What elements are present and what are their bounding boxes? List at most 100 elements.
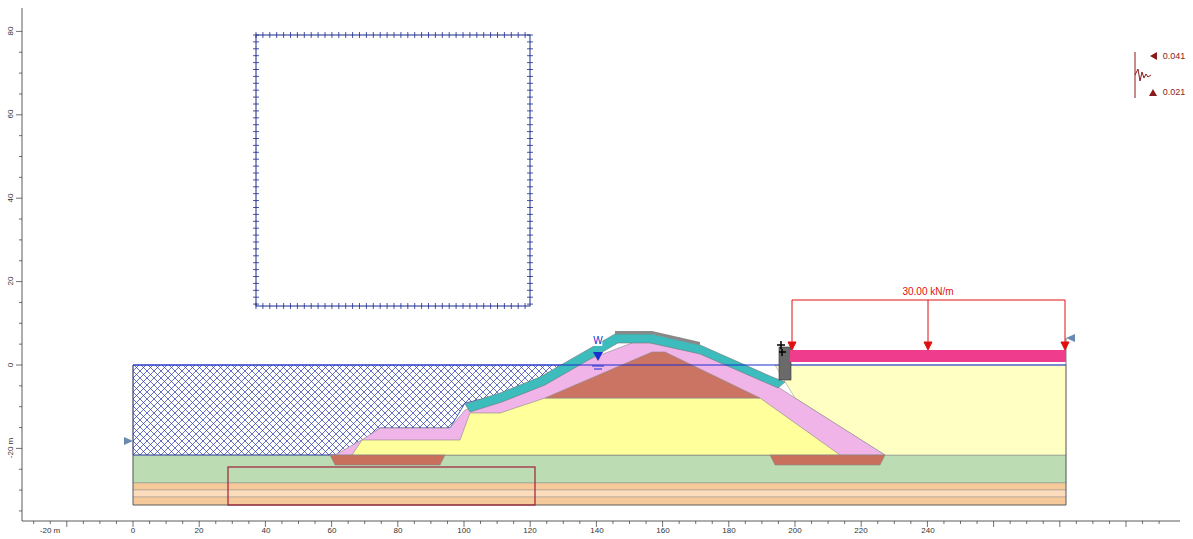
axis-label: 0 bbox=[131, 527, 135, 535]
tick-mark bbox=[253, 124, 259, 125]
tick-mark bbox=[442, 303, 443, 309]
tick-mark bbox=[421, 32, 422, 38]
tick-mark bbox=[248, 521, 249, 524]
tick-mark bbox=[276, 32, 277, 38]
tick-mark bbox=[253, 283, 259, 284]
tick-mark bbox=[712, 521, 713, 524]
tick-mark bbox=[66, 521, 67, 527]
tick-mark bbox=[943, 521, 944, 524]
seismic-coefficient: 0.021 bbox=[1163, 88, 1186, 97]
tick-mark bbox=[910, 521, 911, 524]
tick-mark bbox=[352, 303, 353, 309]
axis-label: 140 bbox=[590, 527, 603, 535]
tick-mark bbox=[352, 32, 353, 38]
tick-mark bbox=[253, 152, 259, 153]
tick-mark bbox=[338, 32, 339, 38]
tick-mark bbox=[960, 521, 961, 524]
tick-mark bbox=[253, 166, 259, 167]
tick-mark bbox=[527, 283, 533, 284]
tick-mark bbox=[527, 262, 533, 263]
tick-mark bbox=[563, 521, 564, 524]
axis-label: 60 bbox=[328, 527, 337, 535]
tick-mark bbox=[262, 32, 263, 38]
tick-mark bbox=[19, 177, 22, 178]
tick-mark bbox=[182, 521, 183, 524]
tick-mark bbox=[527, 159, 533, 160]
tick-mark bbox=[262, 303, 263, 309]
tick-mark bbox=[414, 521, 415, 524]
tick-mark bbox=[318, 303, 319, 309]
tick-mark bbox=[253, 173, 259, 174]
tick-mark bbox=[253, 242, 259, 243]
tick-mark bbox=[311, 303, 312, 309]
axis-label: 200 bbox=[788, 527, 801, 535]
tick-mark bbox=[50, 521, 51, 524]
tick-mark bbox=[579, 521, 580, 524]
tick-mark bbox=[253, 117, 259, 118]
tick-mark bbox=[290, 303, 291, 309]
tick-mark bbox=[1109, 521, 1110, 524]
tick-mark bbox=[19, 406, 22, 407]
tick-mark bbox=[253, 290, 259, 291]
tick-mark bbox=[215, 521, 216, 524]
tick-mark bbox=[283, 32, 284, 38]
tick-mark bbox=[828, 521, 829, 524]
tick-mark bbox=[447, 521, 448, 524]
tick-mark bbox=[311, 32, 312, 38]
tick-mark bbox=[149, 521, 150, 524]
tick-mark bbox=[359, 32, 360, 38]
tick-mark bbox=[99, 521, 100, 524]
tick-mark bbox=[253, 131, 259, 132]
tick-mark bbox=[1010, 521, 1011, 524]
tick-mark bbox=[527, 242, 533, 243]
tick-mark bbox=[511, 303, 512, 309]
tick-mark bbox=[19, 239, 22, 240]
tick-mark bbox=[253, 48, 259, 49]
tick-mark bbox=[232, 521, 233, 524]
tick-mark bbox=[19, 302, 22, 303]
tick-mark bbox=[527, 173, 533, 174]
tick-mark bbox=[253, 179, 259, 180]
tick-mark bbox=[253, 304, 259, 305]
tick-mark bbox=[527, 200, 533, 201]
tick-mark bbox=[527, 290, 533, 291]
tick-mark bbox=[298, 521, 299, 524]
tick-mark bbox=[527, 41, 533, 42]
tick-mark bbox=[428, 32, 429, 38]
tick-mark bbox=[290, 32, 291, 38]
tick-mark bbox=[527, 90, 533, 91]
tick-mark bbox=[380, 303, 381, 309]
tick-mark bbox=[19, 73, 22, 74]
tick-mark bbox=[348, 521, 349, 524]
tick-mark bbox=[19, 385, 22, 386]
tick-mark bbox=[527, 131, 533, 132]
axis-label: 20 bbox=[7, 277, 15, 286]
tick-mark bbox=[253, 262, 259, 263]
tick-mark bbox=[525, 32, 526, 38]
tick-mark bbox=[253, 69, 259, 70]
tick-mark bbox=[253, 255, 259, 256]
tick-mark bbox=[373, 32, 374, 38]
axis-label: -20 m bbox=[40, 527, 60, 535]
tick-mark bbox=[253, 214, 259, 215]
tick-mark bbox=[527, 124, 533, 125]
tick-mark bbox=[449, 303, 450, 309]
tick-mark bbox=[480, 521, 481, 524]
tick-mark bbox=[1076, 521, 1077, 524]
axis-label: 60 bbox=[7, 110, 15, 119]
tick-mark bbox=[504, 303, 505, 309]
tick-mark bbox=[527, 110, 533, 111]
tick-mark bbox=[253, 235, 259, 236]
tick-mark bbox=[253, 145, 259, 146]
tick-mark bbox=[527, 221, 533, 222]
axis-label: 80 bbox=[7, 27, 15, 36]
tick-mark bbox=[483, 32, 484, 38]
tick-mark bbox=[253, 41, 259, 42]
tick-mark bbox=[511, 32, 512, 38]
tick-mark bbox=[387, 32, 388, 38]
axis-label: 220 bbox=[854, 527, 867, 535]
tick-mark bbox=[276, 303, 277, 309]
tick-mark bbox=[527, 166, 533, 167]
axis-label: -20 m bbox=[7, 438, 15, 458]
tick-mark bbox=[527, 248, 533, 249]
